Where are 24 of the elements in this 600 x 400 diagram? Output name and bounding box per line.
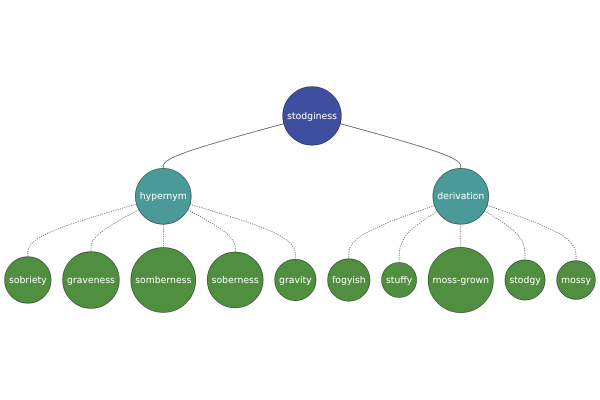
connector: [484, 210, 526, 261]
node-circle: fogyish: [327, 258, 370, 302]
connector: [187, 210, 236, 253]
connector: [486, 205, 576, 262]
node-circle: gravity: [274, 259, 316, 302]
node-circle: hypernym: [135, 168, 192, 225]
node-circle: stodgy: [504, 260, 546, 301]
node-circle: mossy: [556, 260, 596, 300]
connector: [348, 206, 435, 260]
connector: [162, 124, 284, 170]
connector: [162, 224, 164, 248]
node-circle: soberness: [207, 252, 264, 309]
connector: [340, 124, 462, 170]
node-circle: sobriety: [4, 256, 52, 304]
node-circle: stuffy: [381, 262, 417, 298]
node-circle: graveness: [62, 252, 120, 309]
node-circle: derivation: [432, 168, 489, 225]
connector: [460, 224, 462, 248]
node-circle: moss-grown: [428, 248, 494, 314]
connector: [28, 204, 137, 258]
connector: [90, 210, 140, 252]
node-circle: somberness: [130, 248, 196, 314]
connector: [190, 204, 296, 260]
node-circle: stodginess: [282, 86, 342, 146]
